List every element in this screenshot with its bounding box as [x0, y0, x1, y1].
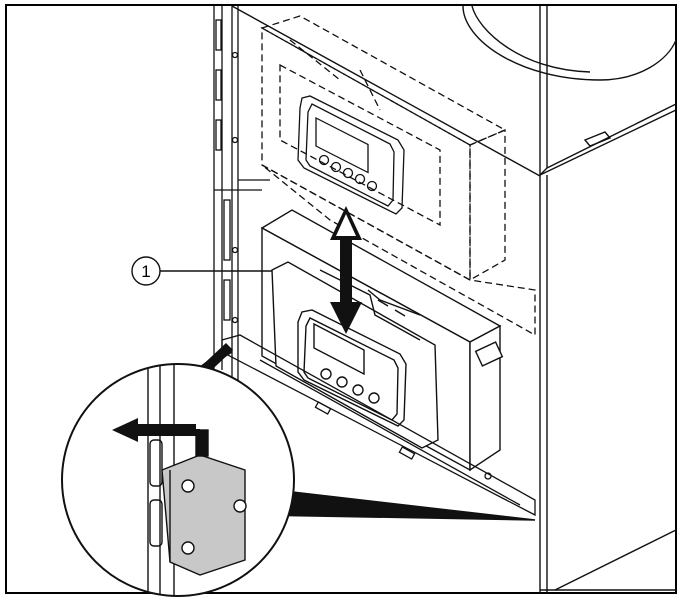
upper-display-ghost — [297, 95, 405, 215]
move-arrow — [330, 206, 362, 334]
control-display — [297, 309, 504, 427]
detail-magnifier — [61, 363, 295, 597]
housing-top — [231, 5, 677, 177]
figure-frame — [5, 4, 677, 594]
release-arrow — [112, 418, 196, 442]
frame-rails — [213, 6, 270, 380]
callout-1: 1 — [131, 256, 272, 286]
housing-side-panel — [539, 6, 677, 593]
control-box-previous-position — [260, 15, 536, 337]
callout-number-1: 1 — [141, 262, 150, 281]
